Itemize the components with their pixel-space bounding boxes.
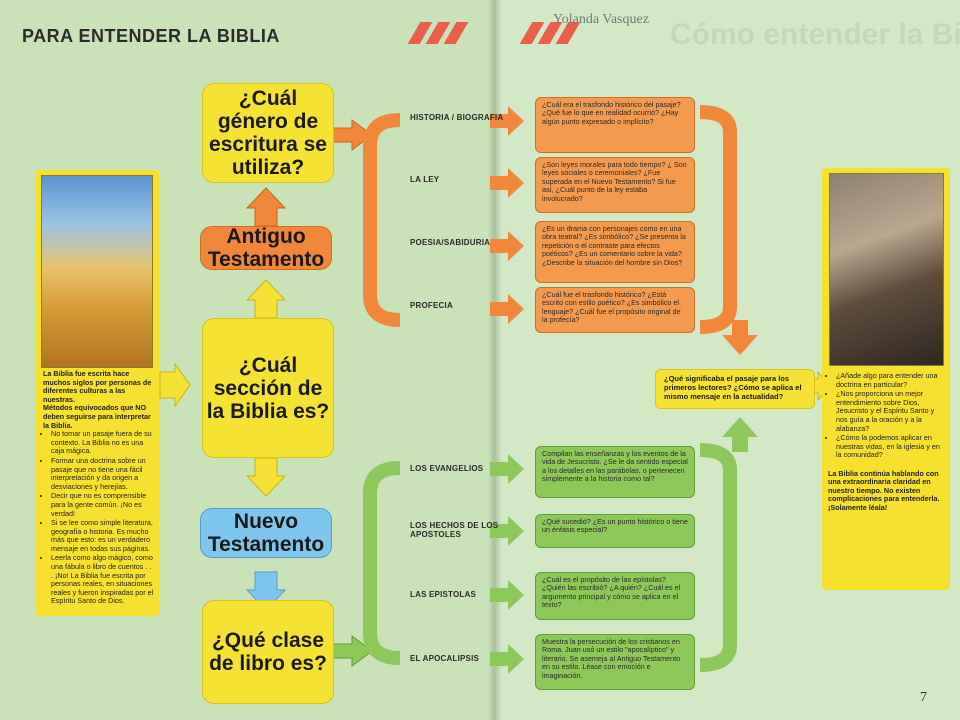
ghost-heading: Cómo entender la Biblia — [670, 18, 960, 51]
list-item: Decir que no es comprensible para la gen… — [51, 492, 155, 518]
right-panel-closing: La Biblia continúa hablando con una extr… — [828, 468, 940, 512]
question-profecia: ¿Cuál fue el trasfondo histórico? ¿Está … — [535, 287, 695, 333]
arrow-book-to-nt — [332, 635, 373, 667]
arrow-ot-2 — [490, 168, 524, 198]
left-panel-list: No tomar un pasaje fuera de su contexto.… — [43, 429, 155, 606]
right-panel-list: ¿Añade algo para entender una doctrina e… — [828, 371, 944, 460]
ot-bracket — [363, 113, 401, 327]
list-item: Si se lee como simple literatura, geogra… — [51, 518, 155, 553]
old-testament-box: Antiguo Testamento — [200, 225, 332, 271]
arrow-up-to-ot — [245, 187, 287, 227]
nt-merge-bracket — [699, 443, 737, 672]
author-watermark: Yolanda Vasquez — [553, 12, 649, 27]
office-computer-photo — [829, 173, 944, 366]
right-info-panel: ¿Añade algo para entender una doctrina e… — [822, 168, 950, 590]
question-epistolas: ¿Cuál es el propósito de las epístolas? … — [535, 572, 695, 620]
list-item: Formar una doctrina sobre un pasaje que … — [51, 456, 155, 491]
label-apocalipsis: EL APOCALIPSIS — [410, 654, 480, 663]
left-panel-text: La Biblia fue escrita hace muchos siglos… — [43, 369, 155, 607]
arrow-genre-to-ot — [332, 119, 373, 151]
list-item: No tomar un pasaje fuera de su contexto.… — [51, 429, 155, 456]
right-panel-text: ¿Añade algo para entender una doctrina e… — [828, 371, 944, 513]
question-historia: ¿Cuál era el trasfondo histórico del pas… — [535, 97, 695, 153]
arrow-down-to-nt — [245, 457, 287, 497]
label-historia: HISTORIA / BIOGRAFIA — [410, 113, 504, 122]
question-poesia: ¿Es un drama con personajes como en una … — [535, 221, 695, 283]
left-panel-intro: La Biblia fue escrita hace muchos siglos… — [43, 369, 152, 404]
book-question-box: ¿Qué clase de libro es? — [202, 600, 334, 704]
question-evangelios: Compilan las enseñanzas y los eventos de… — [535, 446, 695, 498]
label-poesia: POESIA/SABIDURIA — [410, 238, 491, 247]
central-question-box: ¿Qué significaba el pasaje para los prim… — [655, 369, 815, 409]
left-info-panel: La Biblia fue escrita hace muchos siglos… — [35, 170, 159, 616]
arrow-ot-3 — [490, 231, 524, 261]
list-item: ¿Añade algo para entender una doctrina e… — [836, 371, 944, 389]
new-testament-box: Nuevo Testamento — [200, 508, 332, 558]
arrow-left-panel-right — [159, 362, 191, 408]
question-ley: ¿Son leyes morales para todo tiempo? ¿ S… — [535, 157, 695, 213]
arrow-nt-1 — [490, 454, 524, 484]
section-question-box: ¿Cuál sección de la Biblia es? — [202, 318, 334, 458]
arrow-ot-4 — [490, 294, 524, 324]
wheat-harvest-photo — [41, 175, 153, 368]
label-epistolas: LAS EPISTOLAS — [410, 590, 477, 599]
list-item: ¿Cómo la podemos aplicar en nuestras vid… — [836, 433, 944, 460]
label-hechos: LOS HECHOS DE LOS APOSTOLES — [410, 521, 499, 539]
question-hechos: ¿Qué sucedió? ¿Es un punto histórico o t… — [535, 514, 695, 548]
left-panel-methods-title: Métodos equivocados que NO deben seguirs… — [43, 403, 151, 430]
label-ley: LA LEY — [410, 175, 440, 184]
arrow-nt-3 — [490, 580, 524, 610]
list-item: ¿Nos proporciona un mejor entendimiento … — [836, 389, 944, 433]
nt-up-arrow — [722, 417, 758, 452]
label-profecia: PROFECIA — [410, 301, 453, 310]
arrow-nt-4 — [490, 644, 524, 674]
page-title: PARA ENTENDER LA BIBLIA — [22, 26, 280, 46]
arrow-ot-1 — [490, 106, 524, 136]
question-apocalipsis: Muestra la persecución de los cristianos… — [535, 634, 695, 690]
label-evangelios: LOS EVANGELIOS — [410, 464, 484, 473]
ot-merge-bracket — [699, 105, 737, 334]
arrow-nt-2 — [490, 516, 524, 546]
page-number: 7 — [920, 690, 927, 705]
genre-question-box: ¿Cuál género de escritura se utiliza? — [202, 83, 334, 183]
ot-down-arrow — [722, 320, 758, 355]
nt-bracket — [363, 461, 401, 665]
arrow-up-to-section — [245, 279, 287, 319]
list-item: Leerla como algo mágico, como una fábula… — [51, 554, 155, 606]
